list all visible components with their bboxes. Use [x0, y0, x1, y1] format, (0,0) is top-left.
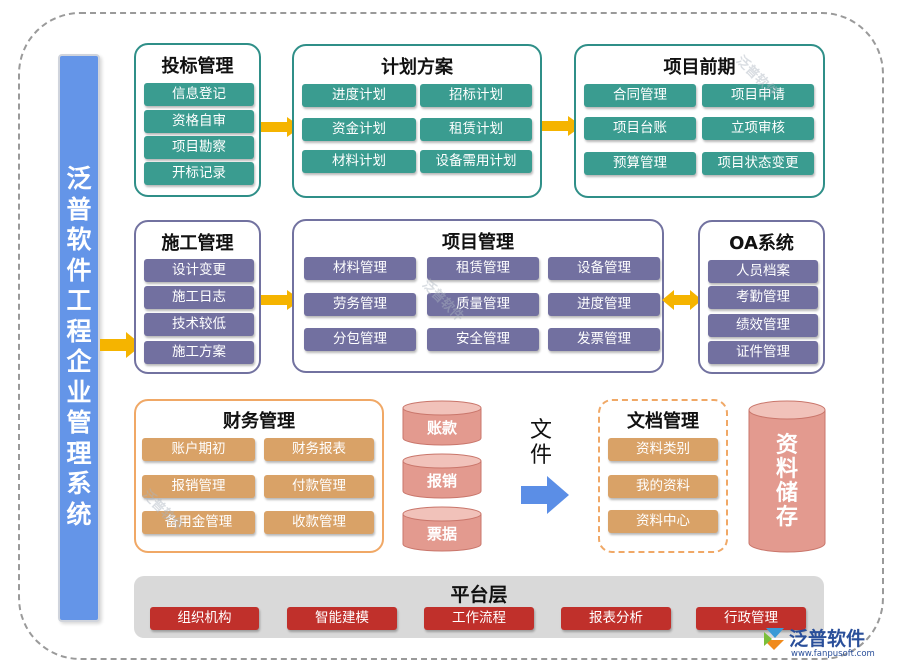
finance-panel: 财务管理 账户期初 财务报表 报销管理 付款管理 备用金管理 收款管理	[134, 399, 384, 553]
receipts-label: 票据	[426, 525, 457, 543]
preproject-item[interactable]: 项目状态变更	[702, 152, 814, 175]
project-item[interactable]: 发票管理	[548, 328, 660, 351]
construction-to-project-arrow-icon	[261, 290, 301, 310]
storage-cylinder: 资料储存	[748, 400, 826, 553]
docs-item[interactable]: 资料类别	[608, 438, 718, 461]
finance-item[interactable]: 付款管理	[264, 475, 374, 498]
preproject-item[interactable]: 立项审核	[702, 117, 814, 140]
project-item[interactable]: 设备管理	[548, 257, 660, 280]
finance-item[interactable]: 财务报表	[264, 438, 374, 461]
project-item[interactable]: 劳务管理	[304, 293, 416, 316]
platform-item[interactable]: 智能建模	[287, 607, 397, 630]
preproject-panel: 项目前期 合同管理 项目申请 项目台账 立项审核 预算管理 项目状态变更	[574, 44, 825, 198]
project-item[interactable]: 租赁管理	[427, 257, 539, 280]
brand-name: 泛普软件	[789, 628, 866, 650]
construction-item[interactable]: 施工日志	[144, 286, 254, 309]
finance-item[interactable]: 报销管理	[142, 475, 255, 498]
preproject-item[interactable]: 合同管理	[584, 84, 696, 107]
oa-panel: OA系统 人员档案 考勤管理 绩效管理 证件管理	[698, 220, 825, 374]
system-title: 泛普软件工程企业管理系统	[66, 164, 92, 529]
bidding-panel: 投标管理 信息登记 资格自审 项目勘察 开标记录	[134, 43, 261, 197]
system-boundary	[18, 12, 884, 660]
plan-panel: 计划方案 进度计划 招标计划 资金计划 租赁计划 材料计划 设备需用计划	[292, 44, 542, 198]
construction-panel: 施工管理 设计变更 施工日志 技术较低 施工方案	[134, 220, 261, 374]
plan-item[interactable]: 招标计划	[420, 84, 532, 107]
platform-item[interactable]: 报表分析	[561, 607, 671, 630]
storage-label: 资料储存	[775, 433, 798, 530]
oa-title: OA系统	[729, 233, 794, 254]
construction-item[interactable]: 施工方案	[144, 341, 254, 364]
brand-url: www.fanpusoft.com	[791, 649, 875, 659]
bidding-title: 投标管理	[161, 56, 234, 77]
bidding-item[interactable]: 项目勘察	[144, 136, 254, 159]
plan-item[interactable]: 租赁计划	[420, 118, 532, 141]
project-item[interactable]: 质量管理	[427, 293, 539, 316]
construction-title: 施工管理	[161, 233, 234, 254]
project-item[interactable]: 材料管理	[304, 257, 416, 280]
bidding-to-plan-arrow-icon	[261, 117, 301, 137]
project-panel: 项目管理 材料管理 租赁管理 设备管理 劳务管理 质量管理 进度管理 分包管理 …	[292, 219, 664, 373]
receipts-cylinder: 票据	[402, 506, 482, 552]
finance-item[interactable]: 收款管理	[264, 511, 374, 534]
plan-item[interactable]: 进度计划	[302, 84, 416, 107]
file-label: 文件	[529, 418, 552, 468]
plan-item[interactable]: 资金计划	[302, 118, 416, 141]
accounts-cylinder: 账款	[402, 400, 482, 446]
platform-item[interactable]: 工作流程	[424, 607, 534, 630]
docs-panel: 文档管理 资料类别 我的资料 资料中心	[598, 399, 728, 553]
reimbursement-cylinder: 报销	[402, 453, 482, 499]
preproject-title: 项目前期	[663, 57, 736, 78]
oa-item[interactable]: 考勤管理	[708, 286, 818, 309]
bidding-item[interactable]: 信息登记	[144, 83, 254, 106]
docs-title: 文档管理	[627, 411, 699, 432]
oa-item[interactable]: 绩效管理	[708, 314, 818, 337]
project-item[interactable]: 分包管理	[304, 328, 416, 351]
brand-logo-icon	[764, 628, 784, 650]
finance-item[interactable]: 账户期初	[142, 438, 255, 461]
sidebar-arrow-icon	[100, 332, 142, 358]
plan-item[interactable]: 材料计划	[302, 150, 416, 173]
plan-title: 计划方案	[381, 57, 453, 78]
oa-item[interactable]: 人员档案	[708, 260, 818, 283]
file-arrow-icon	[521, 476, 569, 514]
preproject-item[interactable]: 项目台账	[584, 117, 696, 140]
platform-item[interactable]: 组织机构	[150, 607, 259, 630]
docs-item[interactable]: 资料中心	[608, 510, 718, 533]
plan-to-preproject-arrow-icon	[542, 116, 582, 136]
preproject-item[interactable]: 预算管理	[584, 152, 696, 175]
project-oa-double-arrow-icon	[662, 290, 702, 310]
construction-item[interactable]: 设计变更	[144, 259, 254, 282]
oa-item[interactable]: 证件管理	[708, 341, 818, 364]
construction-item[interactable]: 技术较低	[144, 313, 254, 336]
preproject-item[interactable]: 项目申请	[702, 84, 814, 107]
reimbursement-label: 报销	[426, 472, 457, 490]
bidding-item[interactable]: 开标记录	[144, 162, 254, 185]
project-item[interactable]: 进度管理	[548, 293, 660, 316]
platform-item[interactable]: 行政管理	[696, 607, 806, 630]
finance-title: 财务管理	[223, 411, 295, 432]
plan-item[interactable]: 设备需用计划	[420, 150, 532, 173]
project-title: 项目管理	[442, 232, 514, 253]
brand-logo: 泛普软件 www.fanpusoft.com	[762, 622, 890, 664]
finance-item[interactable]: 备用金管理	[142, 511, 255, 534]
project-item[interactable]: 安全管理	[427, 328, 539, 351]
bidding-item[interactable]: 资格自审	[144, 110, 254, 133]
system-title-bar: 泛普软件工程企业管理系统	[58, 54, 100, 622]
platform-layer: 平台层 组织机构 智能建模 工作流程 报表分析 行政管理	[134, 576, 824, 638]
accounts-label: 账款	[426, 419, 457, 437]
platform-title: 平台层	[450, 584, 508, 606]
docs-item[interactable]: 我的资料	[608, 475, 718, 498]
